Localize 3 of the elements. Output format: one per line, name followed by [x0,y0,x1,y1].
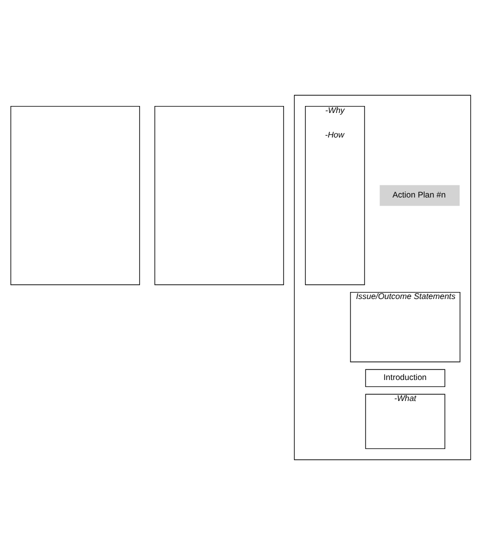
node-box [154,105,284,285]
cluster [294,94,472,460]
node-box [10,105,140,285]
